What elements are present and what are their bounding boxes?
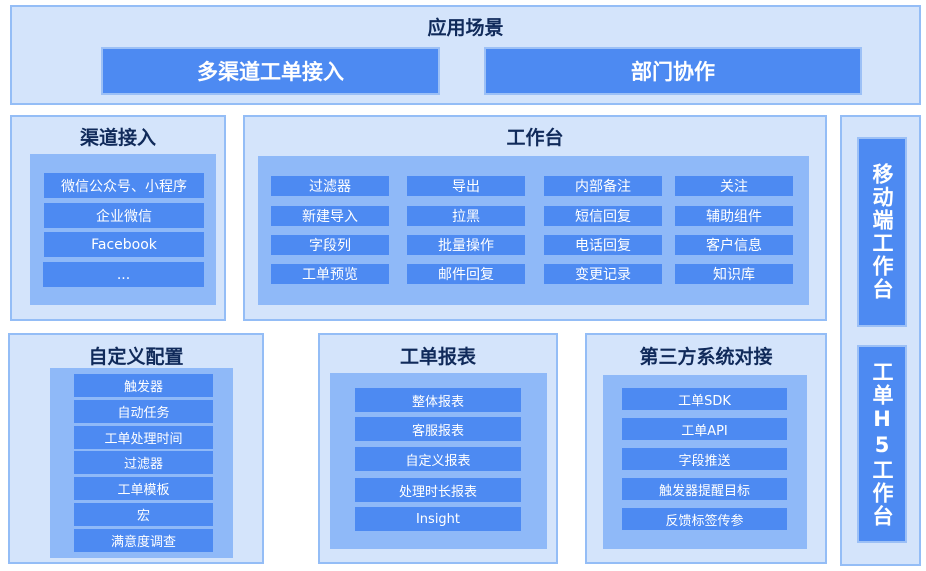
- channel-item: 微信公众号、小程序: [44, 173, 204, 198]
- feature-item: 短信回复: [544, 206, 662, 226]
- feature-item: 过滤器: [74, 451, 213, 475]
- feature-item: 关注: [675, 176, 793, 196]
- reports-inner: 整体报表客服报表自定义报表处理时长报表 Insight: [330, 373, 547, 549]
- feature-item: 内部备注: [544, 176, 662, 196]
- feature-item: 工单处理时间: [74, 425, 213, 449]
- feature-item: 工单SDK: [622, 388, 787, 410]
- feature-item: 导出: [407, 176, 525, 196]
- feature-item: 自动任务: [74, 399, 213, 423]
- h5-workbench: 工单H5工作台: [857, 345, 907, 543]
- custom-panel: 自定义配置 触发器自动任务工单处理时间过滤器工单模板宏满意度调查: [8, 333, 264, 564]
- feature-item: 工单预览: [271, 264, 389, 284]
- workbench-panel: 工作台 过滤器新建导入字段列工单预览 导出拉黑批量操作邮件回复 内部备注短信回复电话…: [243, 115, 827, 321]
- feature-item: Insight: [355, 507, 521, 531]
- channel-item: 企业微信: [44, 203, 204, 228]
- feature-item: 字段列: [271, 235, 389, 255]
- feature-item: 邮件回复: [407, 264, 525, 284]
- feature-item: 电话回复: [544, 235, 662, 255]
- feature-item: 整体报表: [355, 388, 521, 412]
- feature-item: 辅助组件: [675, 206, 793, 226]
- feature-item: 批量操作: [407, 235, 525, 255]
- feature-item: 客户信息: [675, 235, 793, 255]
- channels-panel: 渠道接入 微信公众号、小程序 企业微信 Facebook ...: [10, 115, 226, 321]
- feature-item: 工单API: [622, 418, 787, 440]
- feature-item: 触发器: [74, 374, 213, 397]
- feature-item: 触发器提醒目标: [622, 478, 787, 500]
- feature-item: 客服报表: [355, 417, 521, 441]
- custom-inner: 触发器自动任务工单处理时间过滤器工单模板宏满意度调查: [50, 368, 233, 558]
- feature-item: 处理时长报表: [355, 478, 521, 502]
- scenario-multichannel: 多渠道工单接入: [101, 47, 440, 95]
- reports-panel: 工单报表 整体报表客服报表自定义报表处理时长报表 Insight: [318, 333, 558, 564]
- feature-item: 反馈标签传参: [622, 508, 787, 530]
- scenarios-title: 应用场景: [427, 17, 504, 39]
- feature-item: 新建导入: [271, 206, 389, 226]
- feature-item: 字段推送: [622, 448, 787, 470]
- scenarios-panel: 应用场景 多渠道工单接入 部门协作: [10, 5, 921, 105]
- feature-item: 知识库: [675, 264, 793, 284]
- channel-item: ...: [43, 262, 204, 287]
- channels-inner: 微信公众号、小程序 企业微信 Facebook ...: [30, 154, 216, 305]
- feature-item: 过滤器: [271, 176, 389, 196]
- thirdparty-inner: 工单SDK 工单API 字段推送触发器提醒目标反馈标签传参: [603, 375, 807, 549]
- channels-title: 渠道接入: [79, 127, 156, 149]
- feature-item: 宏: [74, 503, 213, 526]
- feature-item: 变更记录: [544, 264, 662, 284]
- workbench-inner: 过滤器新建导入字段列工单预览 导出拉黑批量操作邮件回复 内部备注短信回复电话回复变更…: [258, 156, 809, 305]
- mobile-workbench: 移动端工作台: [857, 137, 907, 327]
- feature-item: 自定义报表: [355, 447, 521, 471]
- scenario-collaboration: 部门协作: [484, 47, 862, 95]
- thirdparty-title: 第三方系统对接: [639, 346, 773, 368]
- feature-item: 拉黑: [407, 206, 525, 226]
- feature-item: 工单模板: [74, 477, 213, 501]
- reports-title: 工单报表: [399, 346, 476, 368]
- channel-item: Facebook: [44, 232, 204, 257]
- thirdparty-panel: 第三方系统对接 工单SDK 工单API 字段推送触发器提醒目标反馈标签传参: [585, 333, 827, 564]
- custom-title: 自定义配置: [88, 346, 184, 368]
- workbench-title: 工作台: [506, 127, 564, 149]
- mobile-panel: 移动端工作台 工单H5工作台: [840, 115, 921, 566]
- feature-item: 满意度调查: [74, 528, 213, 552]
